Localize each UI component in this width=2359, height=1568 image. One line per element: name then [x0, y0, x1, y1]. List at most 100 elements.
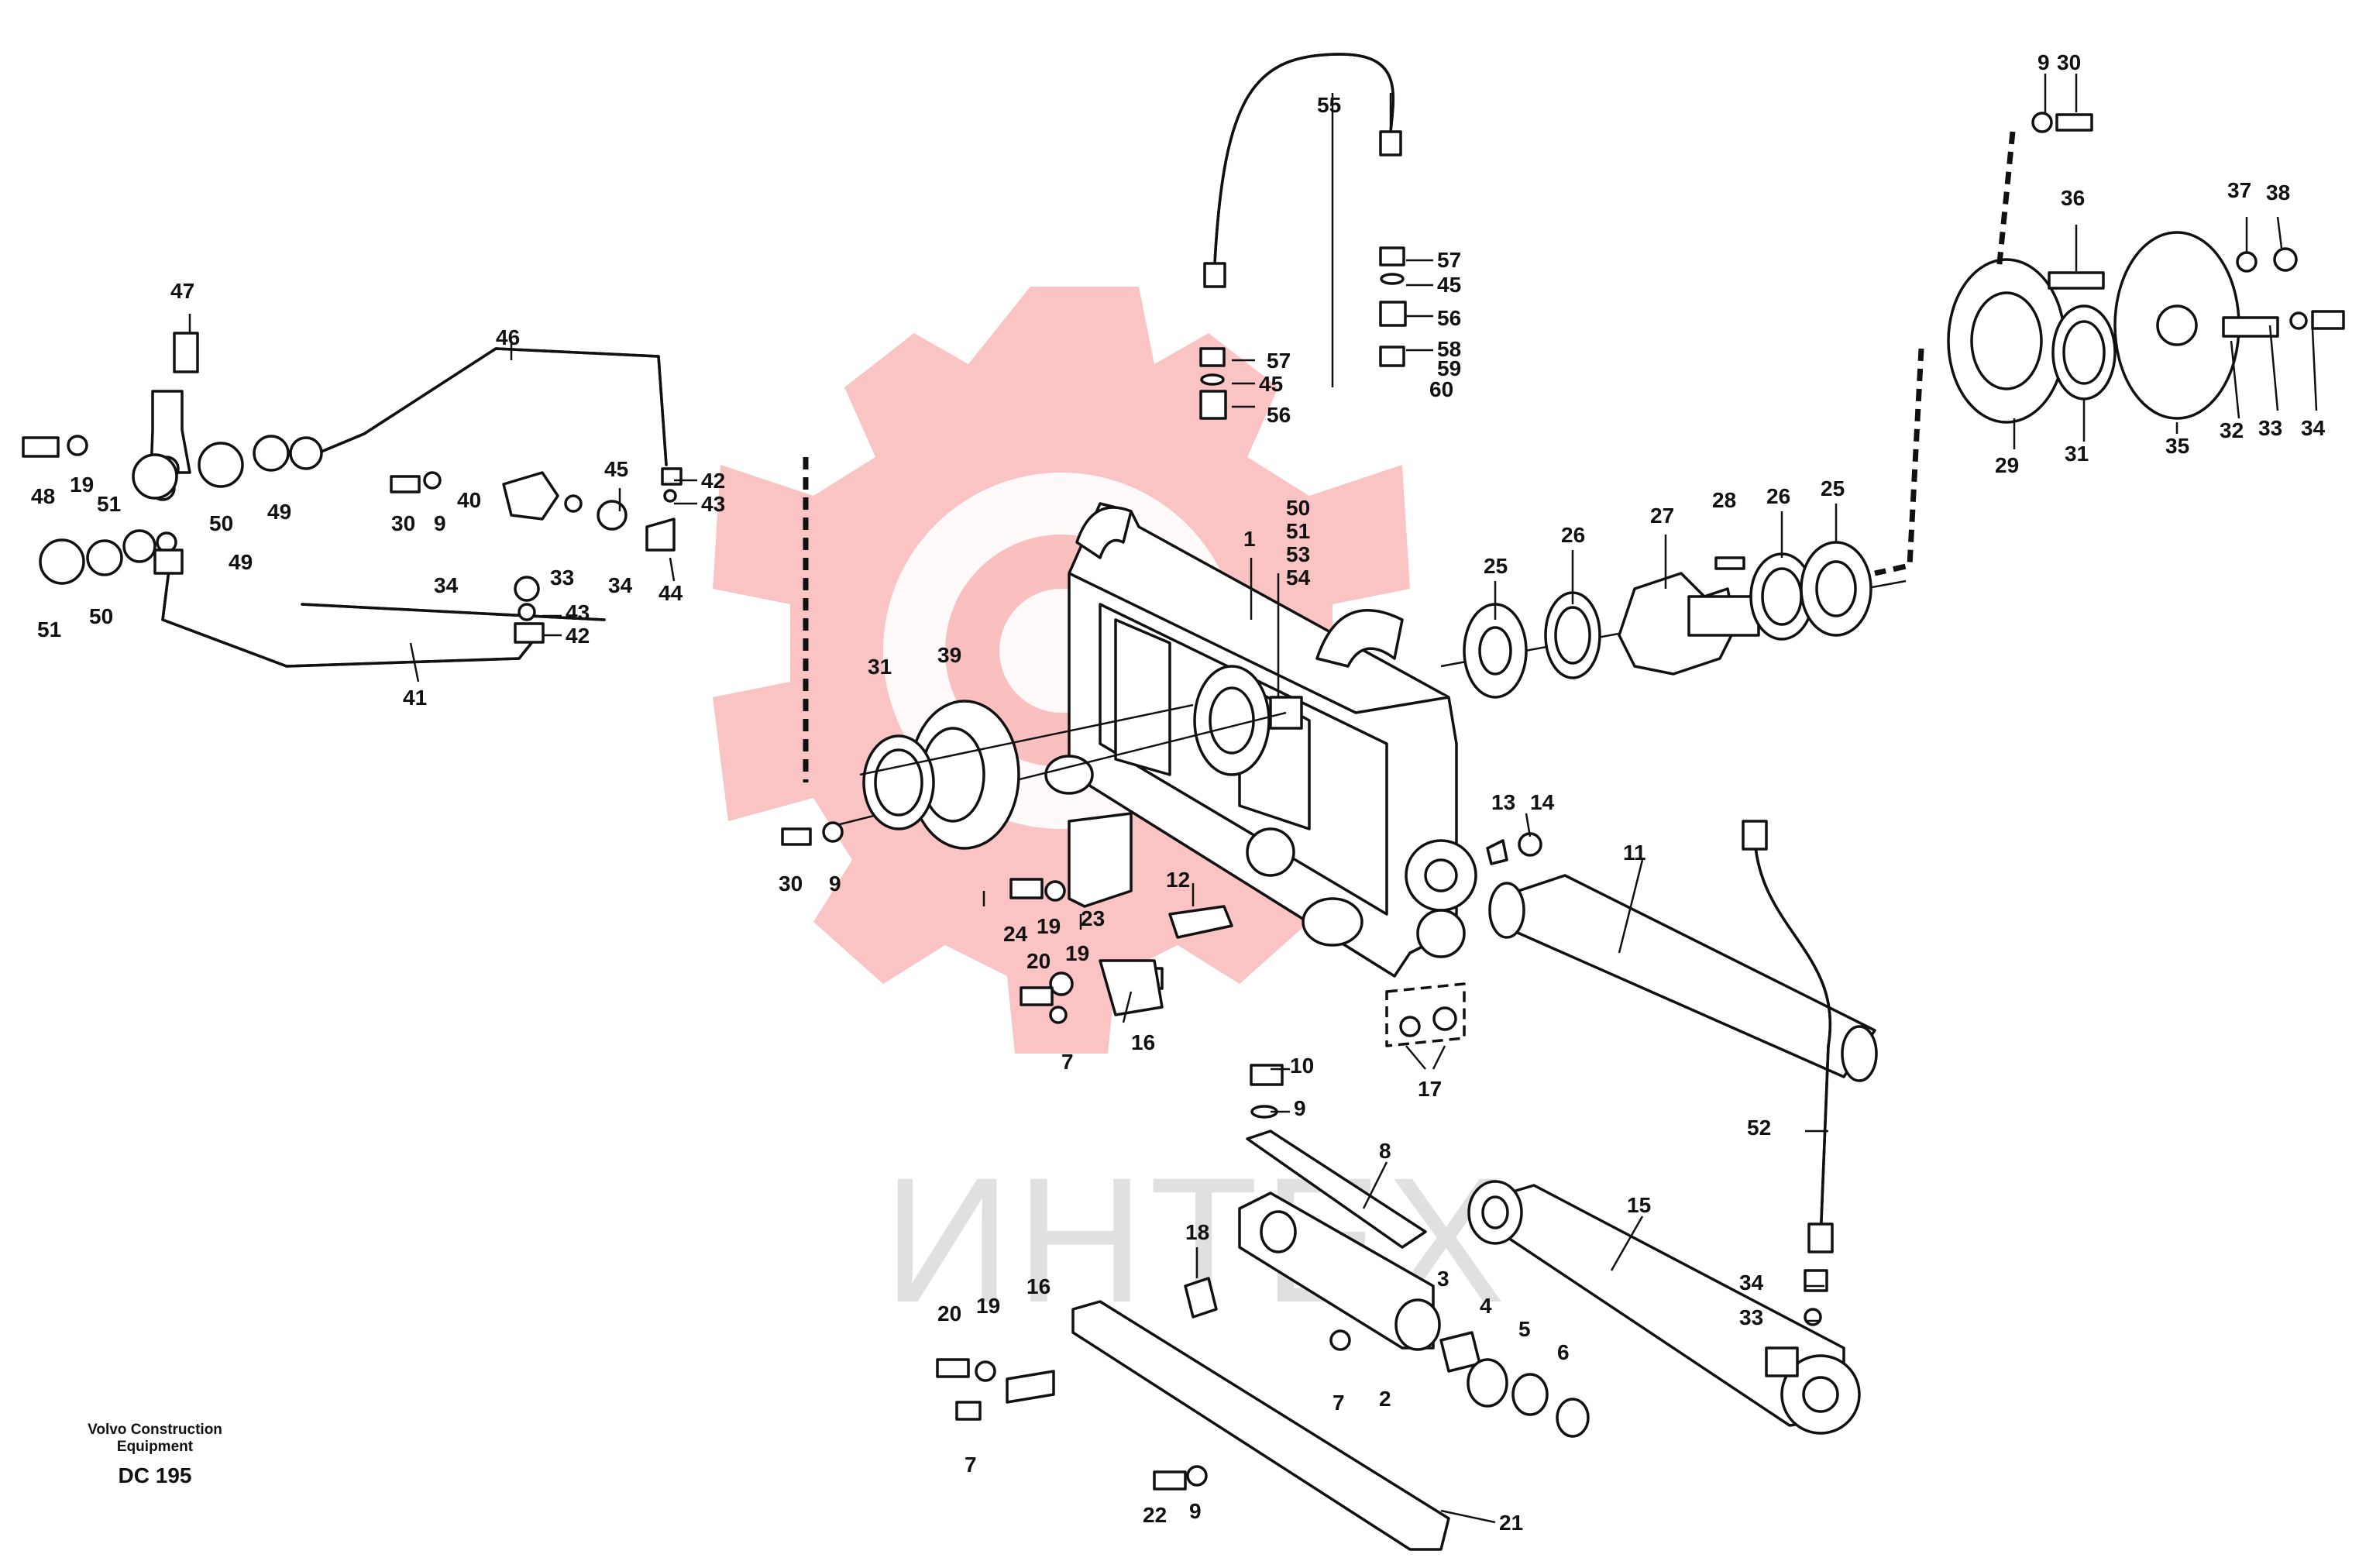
- label-4: 4: [1480, 1294, 1492, 1318]
- label-44: 44: [659, 581, 683, 605]
- label-12: 12: [1166, 868, 1190, 892]
- label-50-top: 50: [209, 511, 233, 535]
- label-9-left: 9: [434, 511, 446, 535]
- label-45-left: 45: [604, 457, 628, 481]
- label-48: 48: [31, 484, 55, 508]
- label-34-right: 34: [2301, 416, 2326, 440]
- label-32: 32: [2220, 418, 2244, 442]
- label-3: 3: [1437, 1267, 1449, 1291]
- label-30-left: 30: [391, 511, 415, 535]
- bearing-gear-stack: [1463, 541, 1872, 699]
- label-28: 28: [1712, 488, 1736, 512]
- label-19-center: 19: [1037, 914, 1061, 938]
- hose-55: [1199, 53, 1407, 420]
- label-7-top: 7: [1061, 1050, 1074, 1074]
- label-10: 10: [1290, 1054, 1314, 1078]
- label-26-right: 26: [1766, 484, 1790, 508]
- label-30-center: 30: [779, 872, 803, 896]
- label-56-right: 56: [1437, 306, 1461, 330]
- label-19-left: 19: [70, 473, 94, 497]
- hose-52: [1742, 820, 1834, 1326]
- label-19-bottom: 19: [976, 1294, 1000, 1318]
- label-45-hose-left: 45: [1259, 372, 1283, 396]
- label-1: 1: [1243, 527, 1256, 551]
- label-2: 2: [1379, 1387, 1391, 1411]
- label-7-bottom: 7: [965, 1453, 977, 1477]
- label-9-rack: 9: [1294, 1096, 1306, 1120]
- label-22: 22: [1143, 1503, 1167, 1527]
- label-46: 46: [496, 325, 520, 349]
- label-6: 6: [1557, 1340, 1570, 1364]
- label-13: 13: [1491, 790, 1515, 814]
- label-41: 41: [403, 686, 427, 710]
- label-25-right: 25: [1821, 476, 1845, 500]
- label-25-left: 25: [1484, 554, 1508, 578]
- label-58: 58: [1437, 337, 1461, 361]
- label-55: 55: [1317, 93, 1341, 117]
- label-9-center: 9: [829, 872, 841, 896]
- label-59: 59: [1437, 356, 1461, 380]
- label-53: 53: [1286, 542, 1310, 566]
- caption-brand-line1: Volvo Construction: [88, 1422, 222, 1438]
- label-56-left: 56: [1267, 403, 1291, 427]
- label-42-bottom: 42: [566, 624, 590, 648]
- label-51-bottom: 51: [37, 617, 61, 641]
- label-31-left: 31: [868, 655, 892, 679]
- shaft-11: [1488, 874, 1878, 1082]
- label-30-top: 30: [2057, 50, 2081, 74]
- label-19-pin: 19: [1065, 941, 1089, 965]
- label-50-bottom: 50: [89, 604, 113, 628]
- label-20-top: 20: [1026, 949, 1051, 973]
- label-37: 37: [2227, 178, 2251, 202]
- label-34-bottom: 34: [1739, 1271, 1764, 1295]
- caption-block: Volvo Construction Equipment DC 195: [54, 1422, 256, 1488]
- label-31-right: 31: [2065, 442, 2089, 466]
- label-7-mid: 7: [1333, 1391, 1345, 1415]
- label-39: 39: [937, 643, 961, 667]
- label-51: 51: [1286, 519, 1310, 543]
- pins-and-fasteners: [781, 812, 1542, 1047]
- leader-lines: [188, 74, 2318, 1524]
- label-43-top: 43: [701, 492, 725, 516]
- label-40: 40: [457, 488, 481, 512]
- label-5: 5: [1518, 1317, 1531, 1341]
- label-15: 15: [1627, 1193, 1651, 1217]
- label-29: 29: [1995, 453, 2019, 477]
- label-23: 23: [1081, 906, 1105, 930]
- label-9-bottom: 9: [1189, 1499, 1202, 1523]
- label-14: 14: [1530, 790, 1555, 814]
- caption-brand-line2: Equipment: [116, 1439, 194, 1455]
- rack-and-housing: [1184, 1064, 1590, 1438]
- label-47: 47: [170, 279, 194, 303]
- label-33-bottom: 33: [1739, 1305, 1763, 1329]
- cylinder-15: [1467, 1180, 1861, 1435]
- label-11: 11: [1623, 841, 1646, 865]
- label-26-left: 26: [1561, 523, 1585, 547]
- label-21: 21: [1499, 1511, 1523, 1535]
- label-54: 54: [1286, 566, 1311, 590]
- label-34-left: 34: [434, 573, 459, 597]
- label-49-bottom: 49: [229, 550, 253, 574]
- caption-diagram-code: DC 195: [118, 1463, 192, 1487]
- label-35: 35: [2165, 434, 2189, 458]
- label-8: 8: [1379, 1139, 1391, 1163]
- label-42-top: 42: [701, 469, 725, 493]
- label-20-bottom: 20: [937, 1302, 961, 1326]
- label-50: 50: [1286, 496, 1310, 520]
- label-24: 24: [1003, 922, 1028, 946]
- label-33-left: 33: [550, 566, 574, 590]
- label-49-top: 49: [267, 500, 291, 524]
- callout-labels: 1 2 3 4 5 6 7 7 7 8 9 9 9 9 9 10 11 12 1…: [31, 50, 2326, 1535]
- label-18: 18: [1185, 1220, 1209, 1244]
- label-52: 52: [1747, 1116, 1771, 1140]
- label-57-left: 57: [1267, 349, 1291, 373]
- label-38: 38: [2266, 181, 2290, 205]
- label-45-hose-right: 45: [1437, 273, 1461, 297]
- main-frame: [836, 502, 1907, 978]
- label-60: 60: [1429, 377, 1453, 401]
- label-33-right: 33: [2258, 416, 2282, 440]
- label-36: 36: [2061, 186, 2085, 210]
- pipework-left: [22, 332, 809, 782]
